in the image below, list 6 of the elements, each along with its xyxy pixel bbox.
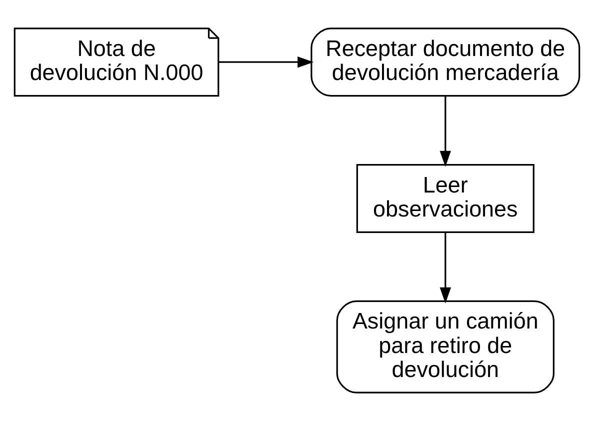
- node-box: Asignar un camión para retiro de devolución: [336, 300, 554, 394]
- arrow: [218, 56, 314, 68]
- arrow: [440, 96, 452, 167]
- node-box: Receptar documento de devolución mercadería: [310, 28, 580, 97]
- node-box: Leer observaciones: [356, 164, 534, 233]
- arrow: [440, 232, 452, 304]
